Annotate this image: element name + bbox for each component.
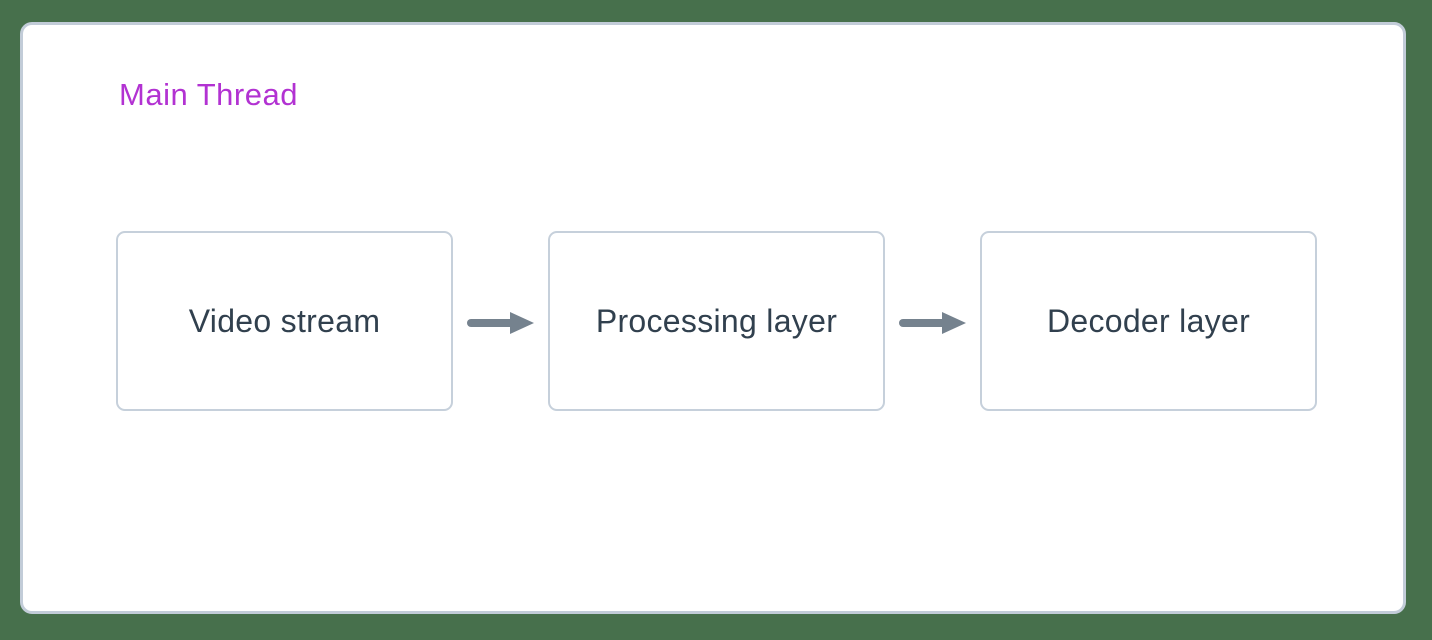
node-decoder-layer: Decoder layer: [980, 231, 1317, 411]
node-processing-layer: Processing layer: [548, 231, 885, 411]
panel-title: Main Thread: [119, 77, 298, 112]
node-label: Processing layer: [595, 302, 838, 339]
node-video-stream: Video stream: [116, 231, 453, 411]
node-label: Video stream: [188, 302, 381, 339]
node-label: Decoder layer: [1046, 302, 1251, 339]
arrow-right-icon: [467, 312, 534, 334]
arrow-right-icon: [899, 312, 966, 334]
main-thread-panel: Main Thread Video stream Processing laye…: [20, 22, 1406, 614]
